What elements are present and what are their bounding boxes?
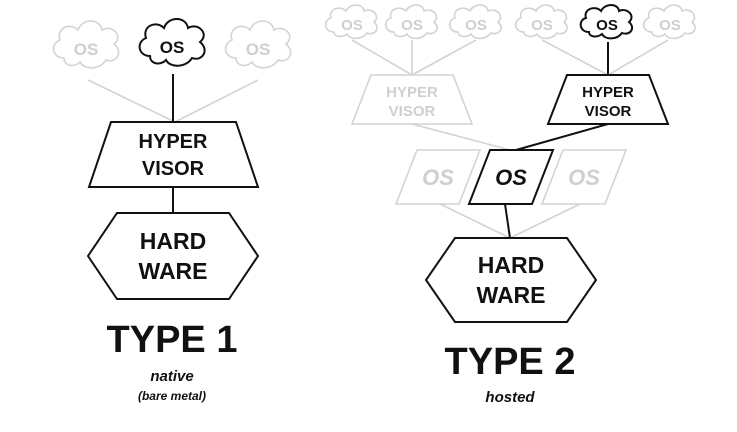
- type2-os-cloud-2: OS: [384, 4, 438, 40]
- type2-host-os-right-shape: [540, 149, 628, 205]
- type2-os-label-5: OS: [596, 17, 618, 34]
- type2-host-os-left-label: OS: [422, 165, 454, 190]
- type1-title: TYPE 1: [107, 319, 238, 361]
- type1-hypervisor-line1: HYPER: [139, 131, 208, 153]
- type2-connector-os-right: [509, 203, 581, 239]
- type2-connector-hv-left: [411, 123, 511, 151]
- type2-hardware-line2: WARE: [477, 282, 546, 308]
- type1-subtitle-detail: (bare metal): [138, 389, 206, 403]
- type2-connector-os-center: [504, 203, 511, 239]
- type2-hypervisor-left-line2: VISOR: [389, 103, 436, 120]
- type2-os-label-1: OS: [341, 17, 363, 34]
- type1-group: OS OS OS HYPER VISOR HARD WARE TYPE 1 na…: [52, 18, 292, 403]
- type2-os-label-4: OS: [531, 17, 553, 34]
- type2-host-os-left-shape: [394, 149, 482, 205]
- type2-connector-c3: [411, 39, 477, 76]
- type1-connector-right: [174, 79, 259, 123]
- type2-hypervisor-left-shape: [350, 74, 474, 125]
- type2-hypervisor-right-line1: HYPER: [582, 84, 634, 101]
- type2-hardware-line1: HARD: [478, 252, 544, 278]
- type2-os-label-3: OS: [465, 17, 487, 34]
- type2-connector-c1: [351, 39, 413, 76]
- type2-host-os-center-label: OS: [495, 165, 527, 190]
- type2-os-label-2: OS: [401, 17, 423, 34]
- type2-connector-os-left: [439, 203, 511, 239]
- type2-subtitle: hosted: [485, 389, 535, 406]
- type2-hypervisor-right-line2: VISOR: [585, 103, 632, 120]
- type1-os-label-right: OS: [246, 40, 271, 59]
- type2-connector-hv-right: [515, 123, 609, 151]
- type2-os-label-6: OS: [659, 17, 681, 34]
- type2-hypervisor-left-line1: HYPER: [386, 84, 438, 101]
- type1-hypervisor-shape: [87, 121, 260, 188]
- type1-os-cloud-left: OS: [52, 20, 120, 69]
- type1-os-cloud-right: OS: [224, 20, 292, 69]
- type1-os-label-left: OS: [74, 40, 99, 59]
- type2-host-os-right-label: OS: [568, 165, 600, 190]
- type2-title: TYPE 2: [445, 341, 576, 383]
- type2-os-cloud-6: OS: [642, 4, 696, 40]
- type2-hardware-shape: [424, 237, 598, 323]
- type2-os-cloud-3: OS: [448, 4, 502, 40]
- type2-connector-c6: [607, 39, 669, 76]
- type2-connector-c4: [541, 39, 609, 76]
- type2-os-cloud-4: OS: [514, 4, 568, 40]
- type2-group: OS OS OS OS OS OS HYPER VISOR HYPER VISO…: [324, 4, 696, 406]
- type1-hardware-line1: HARD: [140, 228, 206, 254]
- type1-os-label-center: OS: [160, 38, 185, 57]
- type1-os-cloud-center: OS: [138, 18, 206, 67]
- type2-os-cloud-5: OS: [579, 4, 634, 40]
- type1-connector-left: [87, 79, 176, 123]
- type1-subtitle: native: [150, 368, 193, 385]
- type2-os-cloud-1: OS: [324, 4, 378, 40]
- type1-hardware-shape: [86, 212, 260, 300]
- type2-host-os-center-shape: [467, 149, 555, 205]
- type1-hypervisor-line2: VISOR: [142, 158, 205, 180]
- type2-hypervisor-right-shape: [546, 74, 670, 125]
- type1-hardware-line2: WARE: [139, 258, 208, 284]
